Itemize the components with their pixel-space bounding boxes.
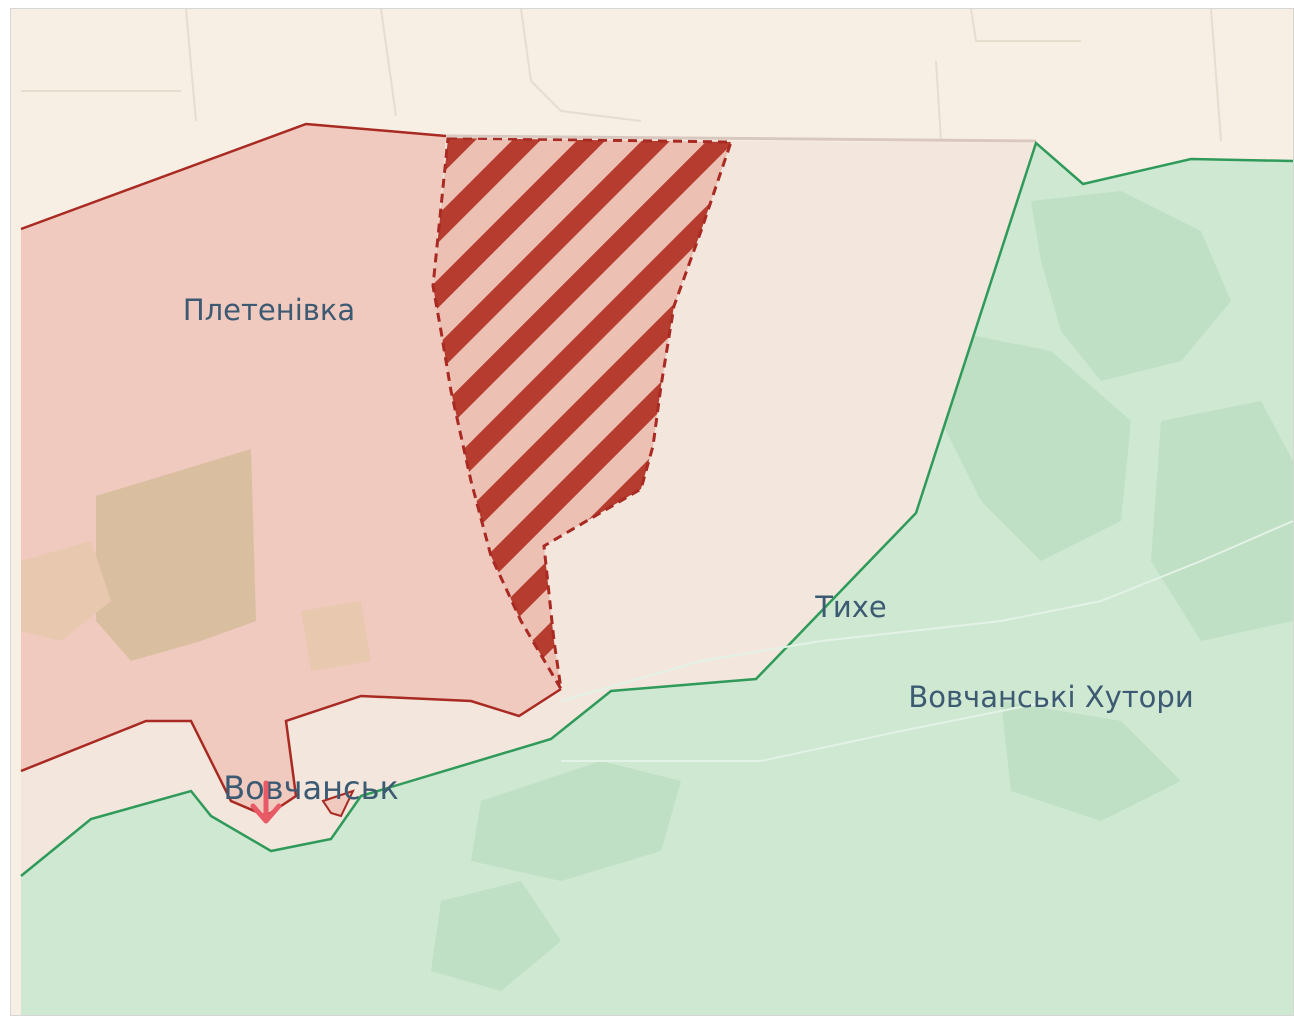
forest-patch [431,881,561,991]
arrow-head [250,803,282,824]
river-lines [560,520,1293,762]
forest-patch [1031,191,1231,381]
front-top-line [445,134,1037,143]
occupied-border [20,122,562,818]
road-line [1210,9,1222,142]
contested-area[interactable] [433,138,731,689]
occupied-patches [21,449,371,671]
river-line [560,520,1293,702]
map-canvas[interactable]: Плетенівка Тихе Вовчанські Хутори Вовчан… [11,9,1293,1015]
forest-patch [1001,701,1181,821]
forest-patch [941,331,1131,561]
industrial-patch [96,449,256,661]
place-label-vovchansk: Вовчанськ [223,769,399,807]
field-patch [301,601,371,671]
road-line [970,9,1081,42]
road-lines [21,9,1222,142]
controlled-border [20,140,1293,877]
forest-patches [431,191,1293,991]
road-line [520,9,642,122]
map-frame: Плетенівка Тихе Вовчанські Хутори Вовчан… [10,8,1294,1016]
place-label-vovchanski-khutory: Вовчанські Хутори [908,680,1193,714]
place-label-pletenivka: Плетенівка [183,293,355,327]
field-patch [21,541,111,641]
forest-patch [471,761,681,881]
river-line [561,700,1052,762]
forest-patch [1151,401,1293,641]
place-label-tykhe: Тихе [814,590,887,624]
occupied-notch [321,789,355,818]
arrow-down-icon[interactable] [250,780,282,824]
road-line [935,60,942,142]
road-line [185,9,197,122]
road-line [380,9,397,117]
